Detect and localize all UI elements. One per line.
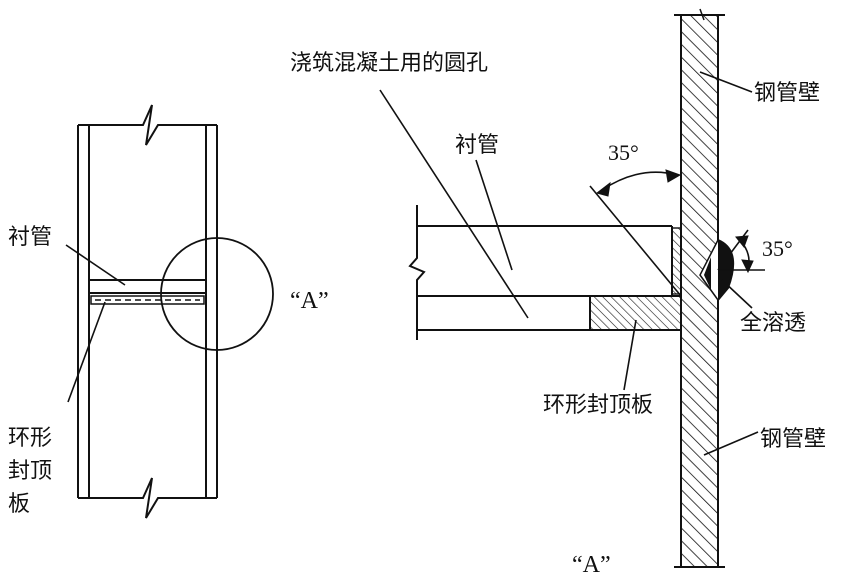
label-left-liner: 衬管: [8, 225, 52, 250]
pour-hole-leader: [379, 89, 529, 319]
label-left-ring-3: 板: [8, 492, 30, 517]
left-break-top: [78, 104, 217, 146]
liner-break-left: [408, 205, 426, 340]
wall-bottom-leader: [703, 431, 759, 456]
left-elevation: [65, 104, 274, 519]
label-detail-mark: “A”: [290, 288, 329, 314]
full-pen-leader: [721, 279, 753, 309]
label-liner: 衬管: [455, 133, 499, 158]
label-wall-bottom: 钢管壁: [760, 427, 826, 452]
wall-top-leader: [699, 71, 753, 93]
liner-weld: [671, 227, 682, 295]
angle-right-arrow-top: [735, 235, 749, 249]
right-detail: [379, 8, 765, 568]
label-wall-top: 钢管壁: [754, 81, 820, 106]
angle-top-ref: [589, 185, 682, 297]
angle-right-arrow: [741, 259, 754, 274]
angle-top-arrow-right: [665, 169, 682, 183]
label-left-ring-2: 封顶: [8, 459, 52, 484]
label-angle-top: 35°: [608, 140, 639, 165]
left-liner-leader: [65, 244, 126, 286]
detail-circle: [160, 237, 274, 351]
left-ring-plate: [90, 295, 205, 305]
left-break-bottom: [78, 477, 217, 519]
wall-bevel-fill: [704, 257, 711, 290]
ring-plate-leader: [623, 319, 637, 391]
label-angle-right: 35°: [762, 236, 793, 261]
liner-leader: [475, 159, 513, 271]
label-pour-hole: 浇筑混凝土用的圆孔: [290, 51, 488, 76]
label-left-ring-1: 环形: [8, 426, 52, 451]
angle-top-arc: [601, 171, 678, 191]
wall-break-top-mark: [699, 8, 705, 21]
label-detail-caption: “A”: [572, 552, 611, 578]
label-full-penetration: 全溶透: [740, 311, 806, 336]
label-ring-plate: 环形封顶板: [543, 393, 653, 418]
angle-top-arrow-left: [595, 181, 611, 197]
left-ring-leader: [67, 301, 106, 403]
